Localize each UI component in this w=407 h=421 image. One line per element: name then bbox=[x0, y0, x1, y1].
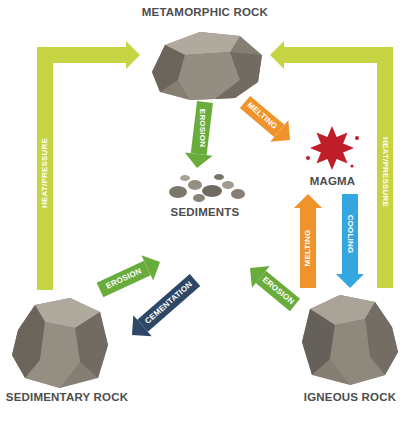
arrow-shaft bbox=[284, 55, 385, 288]
pebble bbox=[188, 180, 202, 190]
arrow-shaft bbox=[199, 102, 205, 154]
sediment-pebbles-art bbox=[169, 174, 245, 202]
process-arrow bbox=[132, 280, 195, 336]
arrow-shaft bbox=[45, 55, 126, 290]
rock-facet bbox=[302, 309, 335, 375]
arrow-head bbox=[294, 194, 322, 208]
arrow-head bbox=[141, 255, 160, 280]
process-arrow bbox=[270, 41, 385, 288]
pebble bbox=[231, 189, 245, 199]
arrow-label: EROSION bbox=[105, 267, 143, 290]
rock-facet bbox=[215, 52, 262, 99]
sedimentary-rock-art bbox=[12, 298, 108, 388]
arrow-label: CEMENTATION bbox=[144, 280, 194, 325]
rock-node: METAMORPHIC ROCK bbox=[140, 2, 270, 102]
arrow-label: MELTING bbox=[304, 230, 312, 267]
magma-splat bbox=[310, 126, 354, 170]
pebble bbox=[214, 174, 224, 180]
arrow-head bbox=[185, 152, 213, 168]
magma-drop bbox=[355, 136, 359, 140]
process-arrow bbox=[336, 194, 364, 288]
process-arrow bbox=[245, 102, 290, 142]
magma-drop bbox=[323, 139, 341, 157]
arrow-label: EROSION bbox=[198, 109, 206, 147]
pebble bbox=[222, 181, 234, 189]
process-arrow bbox=[185, 102, 213, 168]
rock-facet bbox=[75, 312, 108, 378]
rock-node: IGNEOUS ROCK bbox=[295, 288, 405, 415]
arrow-label: HEAT/PRESSURE bbox=[381, 136, 389, 206]
pebble bbox=[202, 185, 222, 197]
magma-splat-art bbox=[306, 126, 359, 170]
arrow-shaft bbox=[245, 102, 279, 131]
rock-label: SEDIMENTS bbox=[136, 206, 274, 220]
pebble bbox=[180, 175, 190, 181]
rock-node: MAGMA bbox=[290, 122, 375, 194]
process-arrow bbox=[100, 255, 160, 290]
arrow-shaft bbox=[342, 194, 358, 274]
rock-node: SEDIMENTS bbox=[160, 168, 250, 280]
igneous-rock-art bbox=[302, 295, 398, 385]
arrow-label: COOLING bbox=[346, 215, 354, 254]
rock-facet bbox=[25, 322, 80, 388]
rock-node: SEDIMENTARY ROCK bbox=[2, 290, 132, 415]
arrow-head bbox=[126, 41, 140, 69]
rock-body bbox=[152, 32, 262, 100]
magma-drop bbox=[350, 164, 353, 167]
pebble bbox=[193, 194, 205, 202]
arrow-label: MELTING bbox=[245, 102, 278, 132]
arrow-label: EROSION bbox=[261, 276, 296, 307]
metamorphic-rock-art bbox=[152, 32, 262, 100]
rock-label: METAMORPHIC ROCK bbox=[116, 6, 294, 20]
pebble bbox=[169, 186, 187, 198]
rock-label: MAGMA bbox=[266, 175, 399, 189]
arrow-shaft bbox=[143, 280, 195, 326]
arrow-head bbox=[270, 41, 284, 69]
rock-body bbox=[302, 295, 398, 385]
arrow-shaft bbox=[100, 268, 147, 290]
rock-label: SEDIMENTARY ROCK bbox=[0, 391, 156, 405]
rock-body bbox=[12, 298, 108, 388]
process-arrow bbox=[294, 194, 322, 288]
arrow-label: HEAT/PRESSURE bbox=[41, 137, 49, 207]
rock-label: IGNEOUS ROCK bbox=[271, 391, 407, 405]
magma-drop bbox=[306, 156, 310, 160]
rock-facet bbox=[330, 319, 385, 385]
arrow-shaft bbox=[300, 208, 316, 288]
process-arrow bbox=[45, 41, 140, 290]
arrow-head bbox=[336, 274, 364, 288]
rock-facet bbox=[152, 45, 185, 92]
